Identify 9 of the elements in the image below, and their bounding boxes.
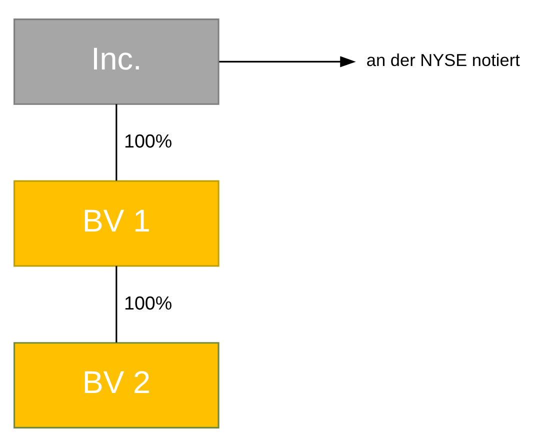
node-text: an der NYSE notiert [366, 50, 520, 70]
edge-label: 100% [124, 130, 172, 151]
node-box: BV 1 [14, 180, 220, 266]
arrow [219, 56, 356, 67]
edge-label: 100% [124, 292, 172, 313]
node-box: Inc. [14, 18, 220, 104]
node-box: BV 2 [14, 342, 220, 428]
connector [116, 104, 118, 180]
connector [116, 265, 118, 342]
